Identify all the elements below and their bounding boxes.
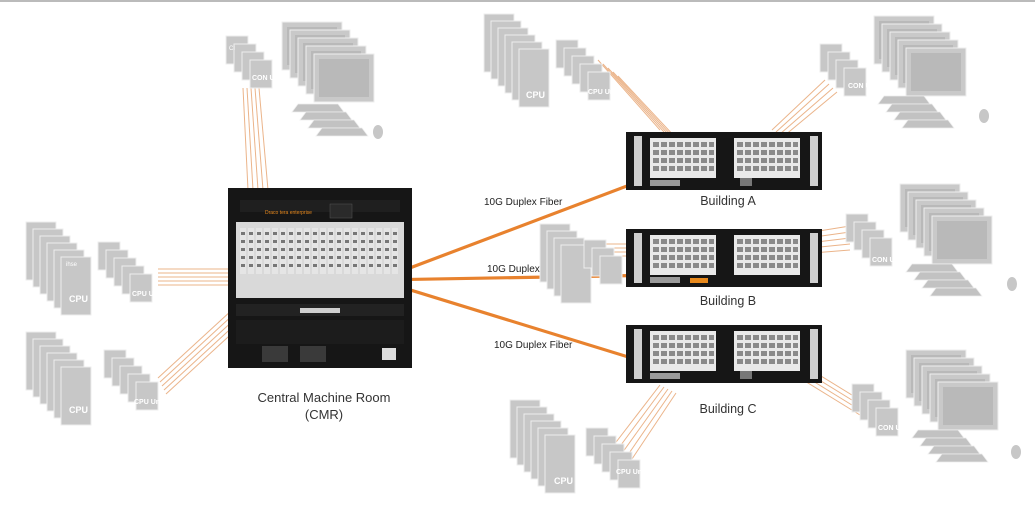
cmr-chassis: Draco tera enterprise — [228, 188, 412, 368]
building-b-label: Building B — [700, 294, 756, 308]
cpu-label: CPU — [69, 294, 88, 304]
cpu-label: CPU — [554, 476, 573, 486]
building-a-label: Building A — [700, 194, 756, 208]
ci-label: CI — [229, 46, 235, 52]
building-a-switch — [626, 132, 822, 190]
cpu-unit-label: CPU Unit — [588, 89, 619, 96]
building-b-switch — [626, 229, 822, 287]
cpu-unit-label: CPU Unit — [616, 469, 647, 476]
cpu-unit-label: CPU Unit — [132, 291, 163, 298]
fiber-label-c: 10G Duplex Fiber — [494, 340, 573, 351]
con-unit-label: CON Unit — [872, 257, 904, 264]
cpu-unit-label: CPU Unit — [134, 399, 165, 406]
cmr-brand-text: Draco tera enterprise — [265, 210, 312, 216]
con-workstation-building-a: CON Unit — [819, 15, 989, 129]
cpu-label: CPU — [69, 405, 88, 415]
con-workstation-building-c: CON Unit — [851, 349, 1021, 463]
thin-fiber-bundles — [157, 59, 861, 463]
fiber-link-c — [376, 278, 666, 370]
con-workstation-top: CI CON Unit — [225, 21, 383, 139]
ihse-label: ihse — [66, 262, 78, 268]
cpu-group-left-lower: CPU CPU Unit — [25, 331, 165, 426]
cmr-caption-sub: (CMR) — [305, 407, 343, 422]
cpu-label: CPU — [526, 90, 545, 100]
building-c-label: Building C — [700, 402, 757, 416]
cpu-group-building-b — [539, 223, 623, 304]
cpu-group-left-upper: CPU ihse CPU Unit — [25, 221, 163, 316]
building-c-switch — [626, 325, 822, 383]
con-workstation-building-b: CON Unit — [845, 183, 1017, 297]
cpu-group-building-a: CPU CPU Unit — [483, 13, 619, 108]
con-unit-label: CON Unit — [878, 425, 910, 432]
cpu-group-building-c: CPU CPU Unit — [509, 399, 647, 494]
fiber-label-a: 10G Duplex Fiber — [484, 197, 563, 208]
con-unit-label: CON Unit — [848, 83, 880, 90]
fiber-link-a — [376, 170, 666, 282]
cmr-caption: Central Machine Room — [258, 390, 391, 405]
con-unit-label: CON Unit — [252, 75, 284, 82]
fiber-label-b: 10G Duplex Fiber — [487, 264, 566, 275]
